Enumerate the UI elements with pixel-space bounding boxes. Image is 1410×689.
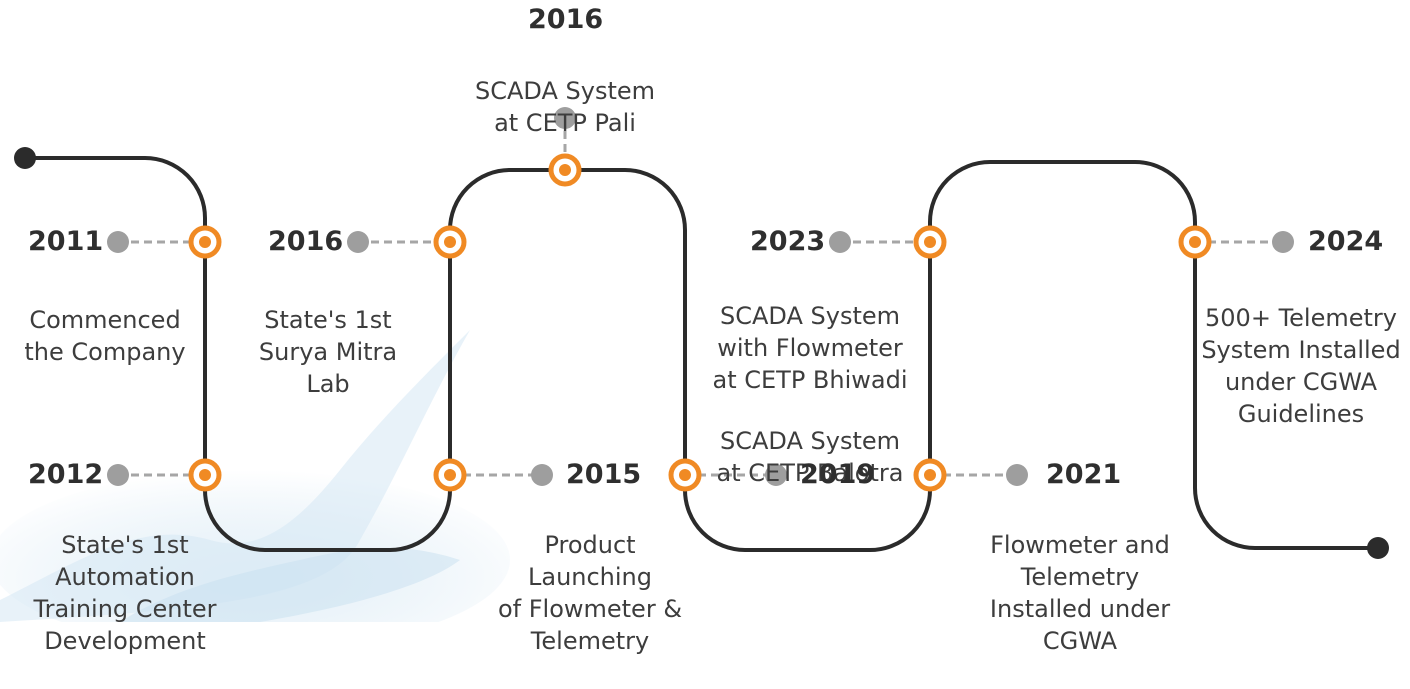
marker-2021 (913, 458, 947, 492)
milestone-year-2015: 2015 (566, 459, 642, 490)
timeline-path (25, 156, 1378, 552)
marker-2015 (433, 458, 467, 492)
marker-2012 (188, 458, 222, 492)
path-start-dot (14, 147, 36, 169)
milestone-year-2012: 2012 (28, 459, 104, 490)
milestone-year-2016-pali: 2016 (528, 4, 604, 35)
path-end-dot (1367, 537, 1389, 559)
connector-dots (107, 107, 1294, 486)
milestone-year-2019: 2019 (800, 459, 876, 490)
marker-2016-pali (548, 153, 582, 187)
marker-2019 (668, 458, 702, 492)
marker-2024 (1178, 225, 1212, 259)
marker-2023 (913, 225, 947, 259)
milestone-year-2023: 2023 (750, 226, 826, 257)
milestone-year-2016-lab: 2016 (268, 226, 344, 257)
timeline-canvas (0, 107, 1389, 622)
marker-2011 (188, 225, 222, 259)
milestone-year-2021: 2021 (1046, 459, 1122, 490)
milestone-markers (188, 153, 1212, 492)
milestone-year-2011: 2011 (28, 226, 104, 257)
marker-2016-lab (433, 225, 467, 259)
milestone-year-2024: 2024 (1308, 226, 1384, 257)
